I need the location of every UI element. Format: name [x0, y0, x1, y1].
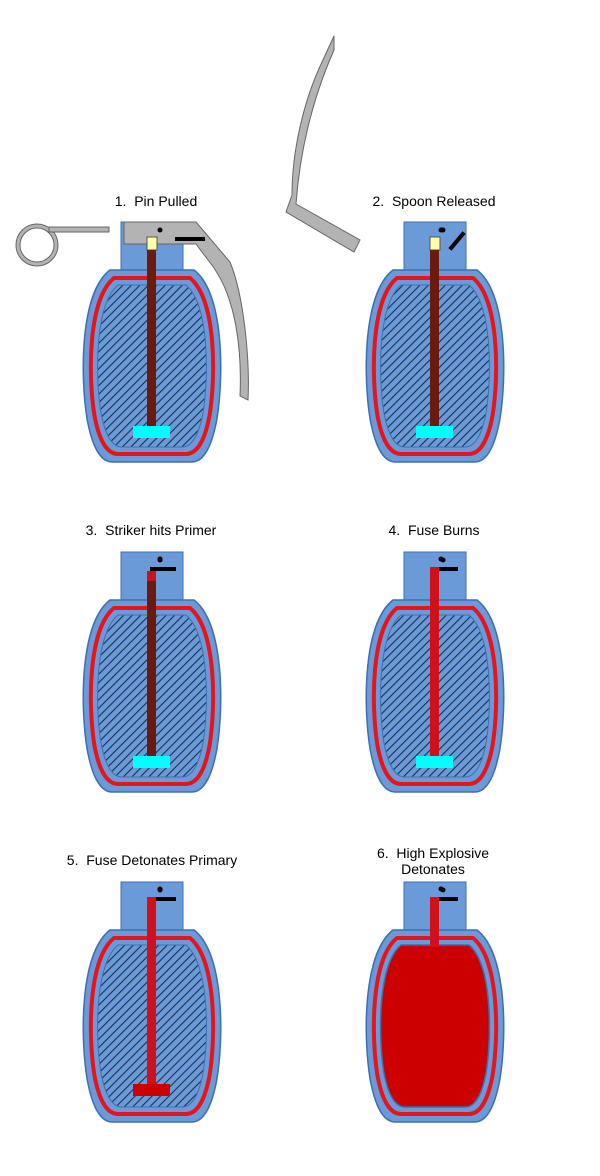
step-1-spoon [123, 221, 249, 401]
step-4-pivot-top [438, 556, 444, 562]
step-2-fuse [430, 250, 439, 426]
step-3-primer [133, 756, 170, 768]
step-2-caption: 2. Spoon Released [364, 193, 504, 209]
step-4-label: Fuse Burns [407, 522, 480, 538]
step-2-label: Spoon Released [391, 193, 496, 209]
step-1-pin-ring-inner [16, 224, 58, 266]
step-4-fuse [430, 567, 439, 756]
grenade-1 [15, 221, 249, 463]
step-1-fuse [147, 250, 156, 426]
grenade-5-liner [88, 936, 216, 1116]
step-5-fuse [147, 897, 156, 1085]
step-3-number: 3. [85, 522, 98, 538]
step-1-striker-head [146, 236, 158, 251]
step-2-number: 2. [372, 193, 385, 209]
step-3-ignition [147, 571, 156, 581]
step-2-flying-spoon [285, 35, 361, 253]
step-6-label: High Explosive [396, 845, 490, 861]
step-3-striker-bar [150, 567, 176, 571]
grenade-2-liner [371, 276, 499, 456]
grenade-6-liner [371, 936, 499, 1116]
step-1-striker-bar [175, 237, 205, 241]
step-1-primer [133, 426, 170, 438]
grenade-2 [285, 35, 505, 463]
step-4-caption: 4. Fuse Burns [374, 522, 494, 538]
grenade-5 [82, 881, 222, 1123]
step-5-primer-detonated [133, 1084, 170, 1096]
step-2-pivot-top [438, 227, 444, 233]
step-1-caption: 1. Pin Pulled [96, 193, 216, 209]
grenade-3 [82, 551, 222, 793]
step-1-pivot-top [157, 227, 163, 233]
step-5-number: 5. [66, 852, 79, 868]
step-1-label: Pin Pulled [134, 193, 198, 209]
step-6-fuse [430, 897, 439, 947]
step-3-fuse [147, 581, 156, 756]
step-4-primer [416, 756, 453, 768]
grenade-4 [365, 551, 505, 793]
step-2-striker-head [429, 236, 441, 251]
step-5-label: Fuse Detonates Primary [86, 852, 238, 868]
step-3-caption: 3. Striker hits Primer [76, 522, 226, 538]
step-6-pivot-top [438, 886, 444, 892]
step-5-striker-bar [150, 897, 176, 901]
step-6-number: 6. [376, 845, 389, 861]
step-1-number: 1. [114, 193, 127, 209]
grenade-4-liner [371, 606, 499, 786]
step-4-number: 4. [388, 522, 401, 538]
step-3-label: Striker hits Primer [105, 522, 217, 538]
grenade-1-liner [88, 276, 216, 456]
step-1-pin-shaft [48, 226, 110, 233]
step-6-caption: 6. High Explosive Detonates [358, 845, 508, 877]
step-5-pivot-top [157, 886, 163, 892]
grenade-6 [365, 881, 505, 1123]
grenade-6-explosion [379, 944, 491, 1108]
step-2-striker-bar [448, 231, 466, 251]
step-6-label-line2: Detonates [401, 861, 465, 877]
step-6-striker-bar [432, 897, 458, 901]
step-3-pivot-top [157, 556, 163, 562]
step-4-striker-bar [432, 567, 458, 571]
step-2-primer [416, 426, 453, 438]
grenade-3-liner [88, 606, 216, 786]
step-5-caption: 5. Fuse Detonates Primary [52, 852, 252, 868]
